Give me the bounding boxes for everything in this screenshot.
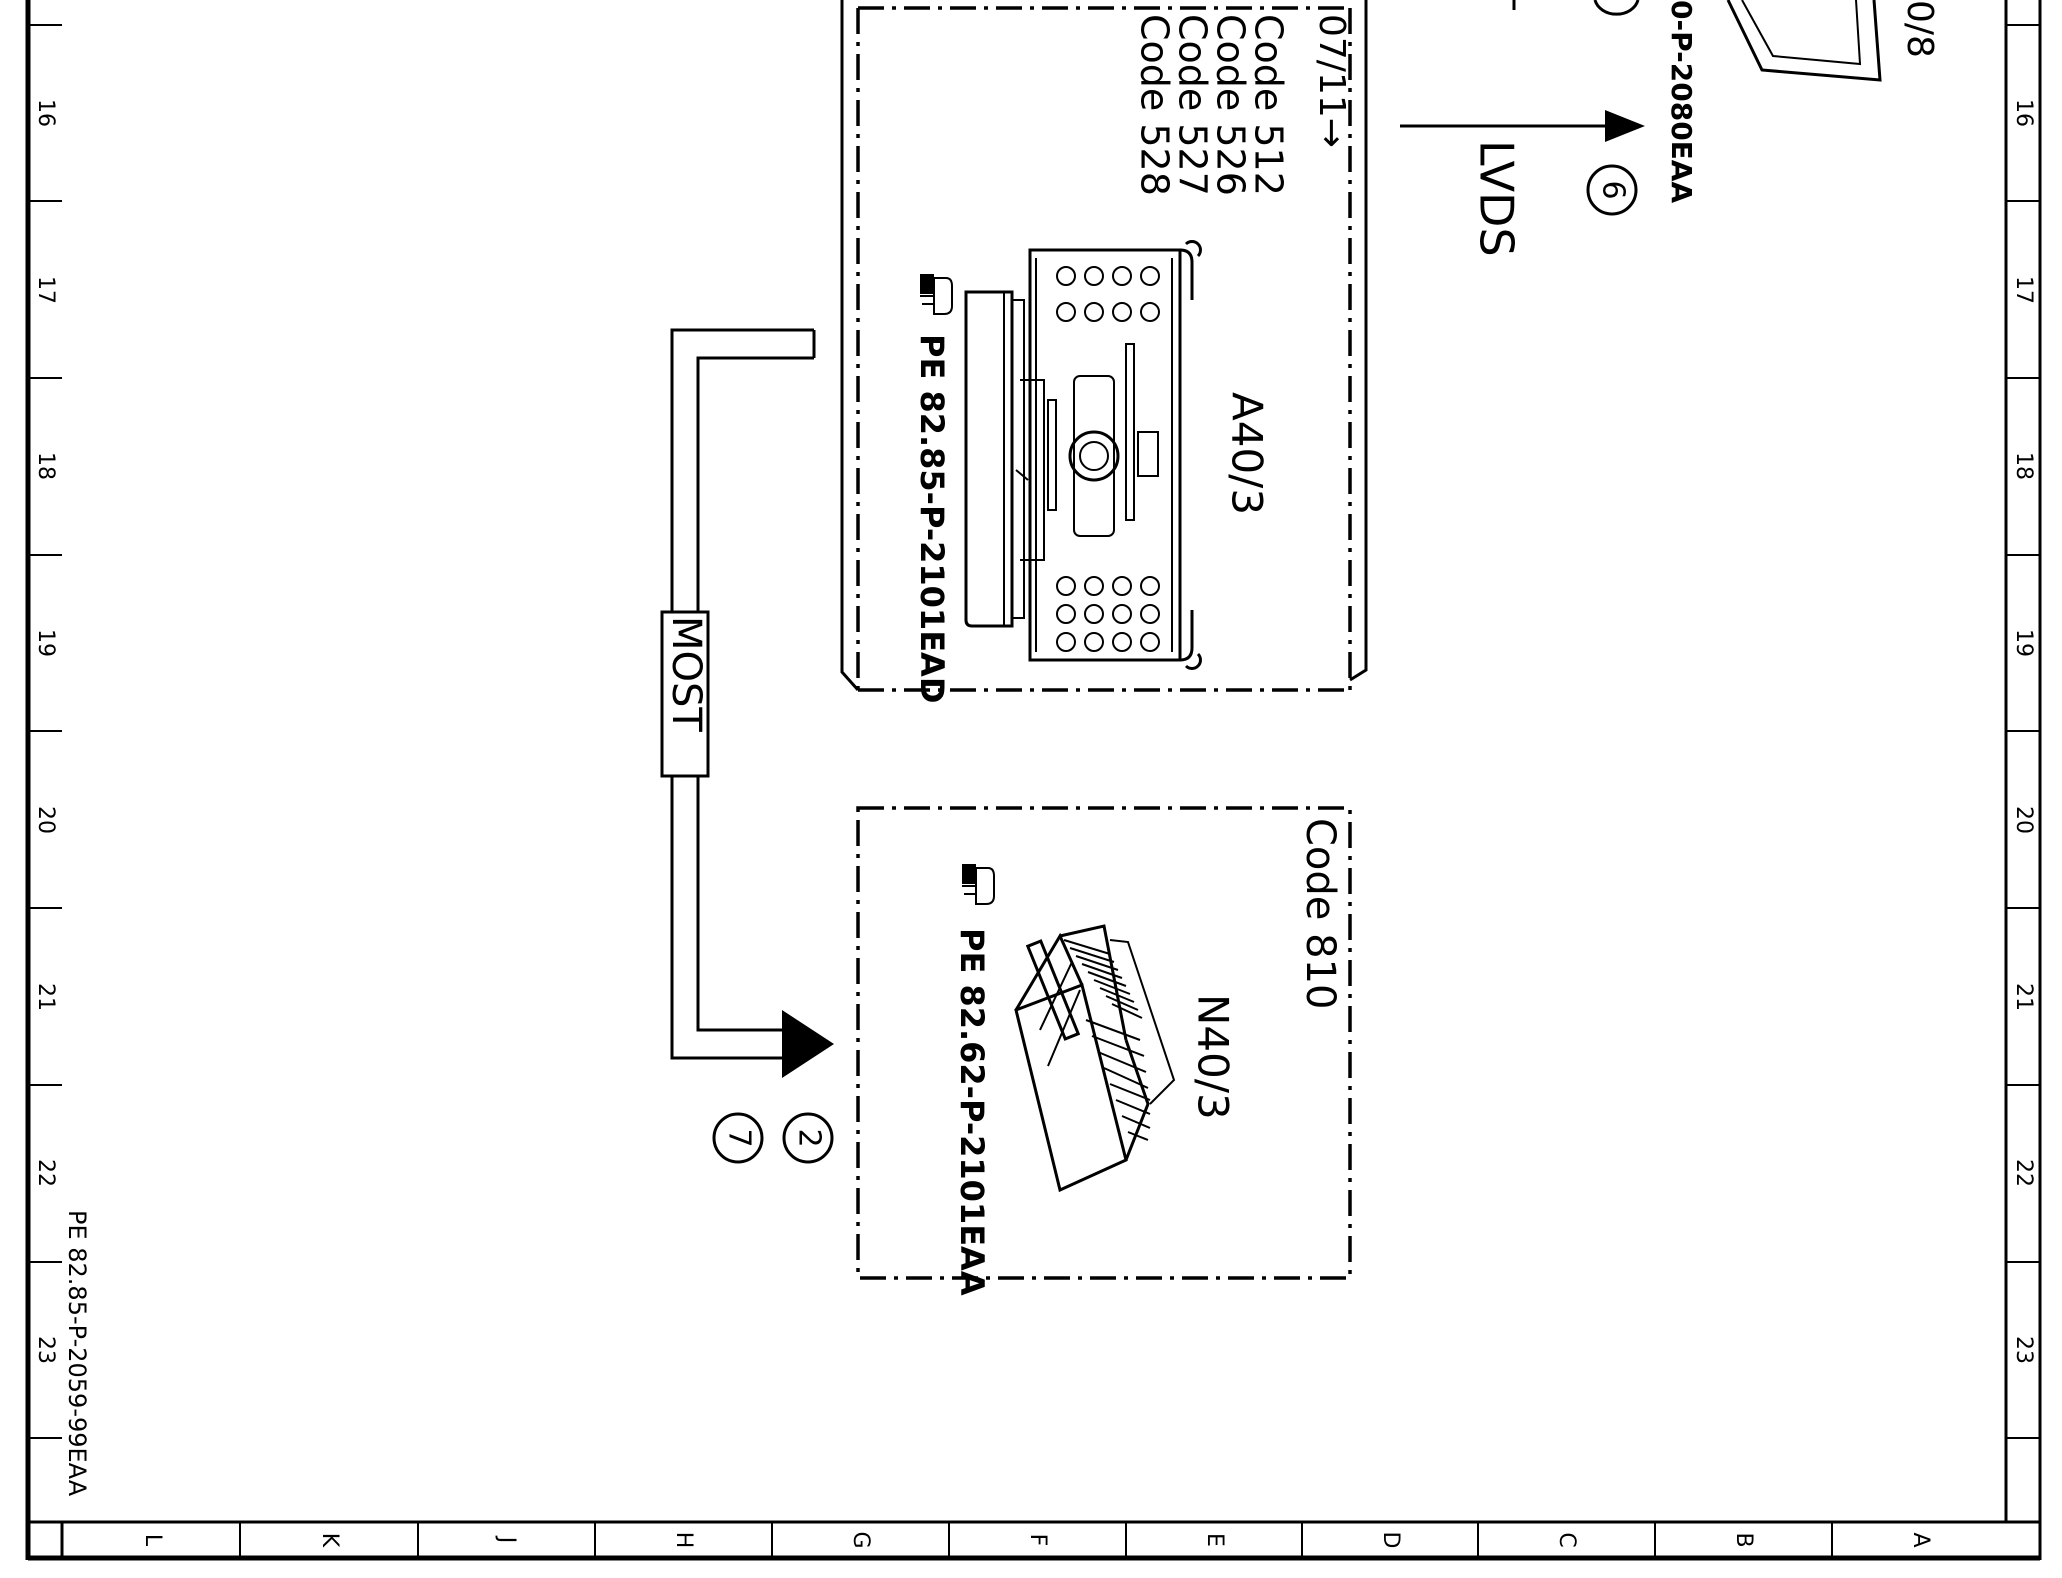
column-ticks-bottom [239,1522,1833,1558]
row-number-left-23: 23 [33,1336,58,1364]
row-number-right-17: 17 [2011,276,2036,304]
row-numbers-right: 16 17 18 19 20 21 22 23 [2011,99,2036,1364]
lvds-label: LVDS [1470,140,1524,257]
pointing-hand-icon [920,274,953,315]
amplifier-module-icon [1014,924,1176,1193]
column-letter-E: E [1202,1533,1227,1547]
top-fragments: 0/8 0-P-2080EAA [1512,0,1940,203]
most-bus: MOST 2 7 [660,328,834,1164]
a40-date-note: 07/11→ [1311,14,1352,148]
column-letter-F: F [1025,1534,1050,1547]
document-id: PE 82.85-P-2059-99EAA [63,1210,91,1497]
row-number-left-16: 16 [33,99,58,127]
column-letter-L: L [140,1534,165,1547]
top-component-fragment: 0/8 [1899,0,1940,58]
row-number-left-20: 20 [33,806,58,834]
most-circle-ref-2: 2 [792,1128,827,1147]
row-numbers-left: 16 17 18 19 20 21 22 23 [33,99,58,1364]
top-ref-code-fragment: 0-P-2080EAA [1665,0,1698,203]
column-letter-C: C [1554,1532,1579,1547]
row-number-right-23: 23 [2011,1336,2036,1364]
n40-3-box: Code 810 N40/3 PE 82.62-P-2101EAA [856,806,1352,1296]
row-number-right-16: 16 [2011,99,2036,127]
row-number-right-20: 20 [2011,806,2036,834]
column-letter-G: G [848,1531,873,1548]
a40-code-528: Code 528 [1133,14,1177,196]
most-circle-ref-7: 7 [722,1128,757,1147]
column-letter-A: A [1908,1532,1933,1547]
column-letter-H: H [671,1532,696,1549]
n40-reference: PE 82.62-P-2101EAA [953,928,991,1296]
pointing-hand-icon [962,864,995,905]
lvds-circle-ref: 6 [1596,180,1631,199]
a40-code-526: Code 526 [1209,14,1253,196]
row-number-right-21: 21 [2011,983,2036,1011]
n40-code: Code 810 [1297,818,1343,1009]
column-letter-D: D [1378,1532,1403,1549]
row-number-right-22: 22 [2011,1159,2036,1187]
head-unit-icon [964,240,1202,670]
column-letter-K: K [317,1533,342,1548]
row-number-right-19: 19 [2011,629,2036,657]
most-label: MOST [663,616,709,732]
a40-reference: PE 82.85-P-2101EAD [913,334,951,703]
a40-code-512: Code 512 [1247,14,1291,196]
column-letter-B: B [1731,1532,1756,1547]
column-letters-bottom: L K J H G F E D C B A [140,1531,1933,1548]
column-letter-J: J [494,1535,519,1544]
row-number-right-18: 18 [2011,452,2036,480]
a40-code-527: Code 527 [1171,14,1215,196]
row-number-left-19: 19 [33,629,58,657]
sheet-frame [25,0,2042,1561]
n40-component-label: N40/3 [1189,994,1238,1120]
row-number-left-18: 18 [33,452,58,480]
row-number-left-22: 22 [33,1159,58,1187]
lvds-connection: LVDS 6 [1400,110,1645,257]
row-ticks-left [28,24,62,1439]
row-ticks-right [2006,24,2040,1439]
a40-component-label: A40/3 [1223,392,1272,515]
row-number-left-17: 17 [33,276,58,304]
row-number-left-21: 21 [33,983,58,1011]
a40-3-box: 07/11→ Code 512 Code 526 Code 527 Code 5… [840,0,1368,703]
